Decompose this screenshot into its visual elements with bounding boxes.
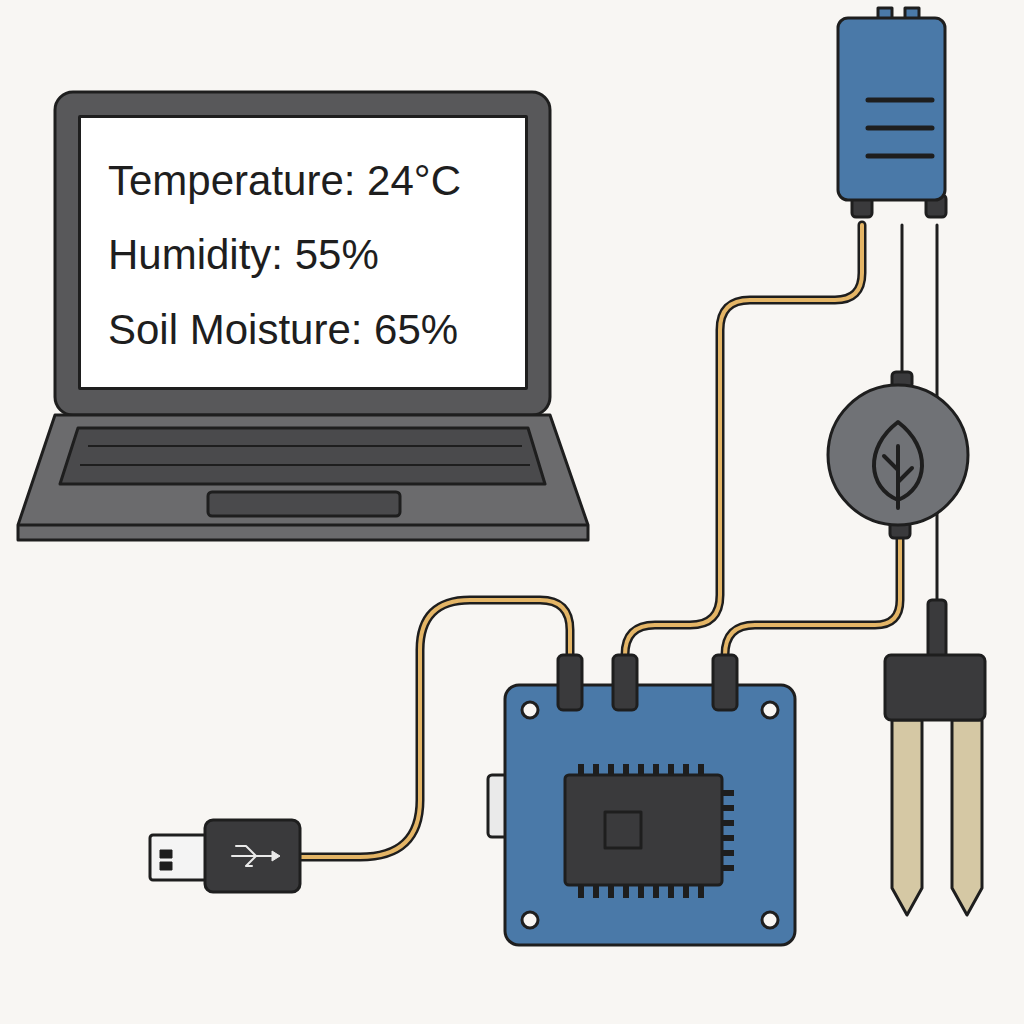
usb-contact xyxy=(160,862,172,870)
laptop xyxy=(18,92,588,540)
keyboard xyxy=(60,428,545,484)
mount-hole xyxy=(522,702,538,718)
sensor-body xyxy=(838,18,945,200)
usb-symbol xyxy=(232,846,272,866)
keyboard-row xyxy=(88,445,522,447)
usb-symbol-head xyxy=(272,851,280,861)
usb-metal xyxy=(150,835,210,880)
probe-prong xyxy=(952,720,982,915)
module-wire-outline xyxy=(725,530,900,660)
board xyxy=(505,685,795,945)
leaf-module xyxy=(828,372,968,538)
chip-pins xyxy=(578,886,712,898)
module-wire xyxy=(725,530,900,660)
chip-core xyxy=(605,812,641,848)
header-pin xyxy=(613,655,637,710)
trackpad xyxy=(208,492,400,516)
laptop-base-edge xyxy=(18,524,588,527)
keyboard-row xyxy=(80,464,530,466)
laptop-base xyxy=(18,415,588,540)
sensor-wire xyxy=(625,225,862,660)
usb-plug xyxy=(150,820,300,892)
usb-contact xyxy=(160,850,172,858)
chip xyxy=(565,775,722,885)
signal-wire xyxy=(901,225,904,385)
mount-hole xyxy=(762,702,778,718)
laptop-lid xyxy=(55,92,550,415)
reading-text: Temperature: 24°C xyxy=(108,156,513,206)
sensor-grille xyxy=(868,100,932,156)
module-body xyxy=(828,385,968,525)
header-pin xyxy=(713,655,737,710)
mount-hole xyxy=(762,912,778,928)
soil-probe xyxy=(885,600,985,915)
reading-text: Soil Moisture: 65% xyxy=(108,305,513,355)
leaf-vein xyxy=(884,446,912,508)
microcontroller xyxy=(488,655,795,945)
chip-pins xyxy=(722,790,734,874)
dht-sensor xyxy=(838,8,946,217)
sensor-wire-outline xyxy=(625,225,862,660)
header-pin xyxy=(558,655,582,710)
laptop-screen: Temperature: 24°C Humidity: 55% Soil Moist… xyxy=(78,115,528,390)
probe-connector xyxy=(928,600,946,658)
probe-head xyxy=(885,655,985,720)
reading-text: Humidity: 55% xyxy=(108,230,513,280)
mount-hole xyxy=(522,912,538,928)
probe-prong xyxy=(892,720,922,915)
usb-body xyxy=(205,820,300,892)
